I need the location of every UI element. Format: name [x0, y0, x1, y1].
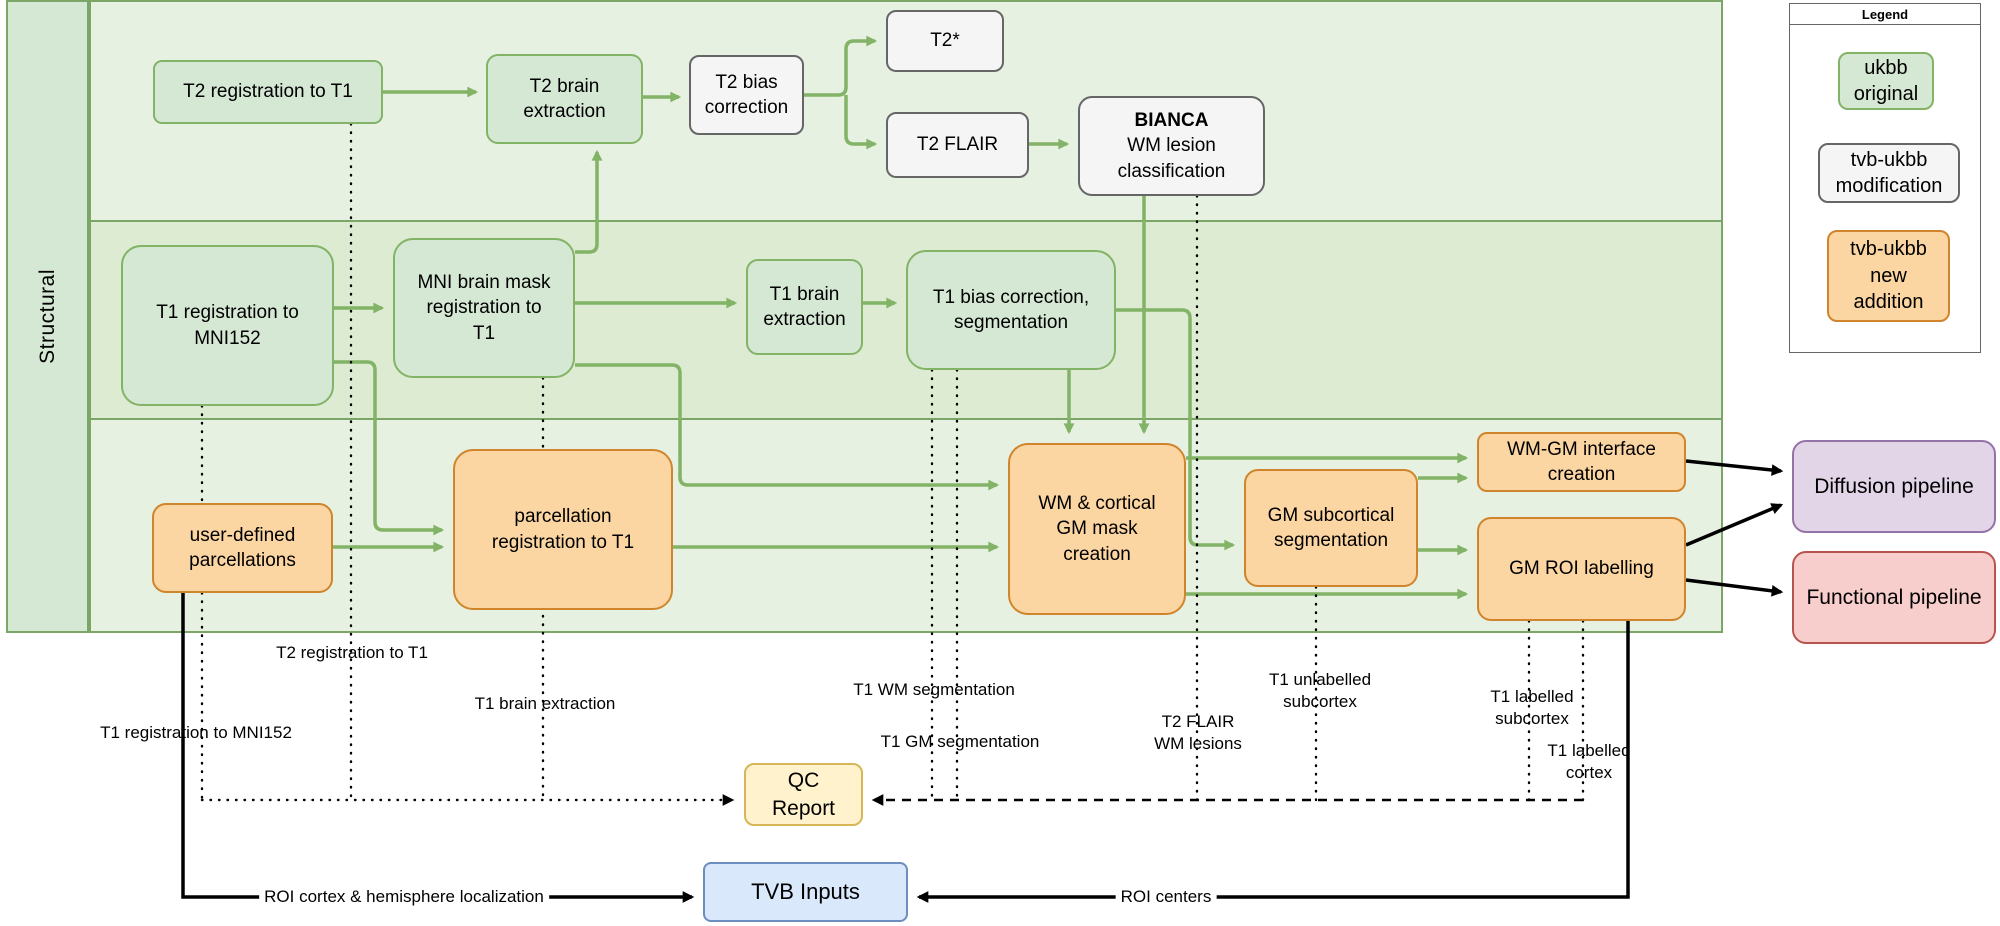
- node-wm-gm-interface-creation: WM-GM interface creation: [1477, 432, 1686, 492]
- edge-mnimask-to-wmmask: [575, 363, 1000, 491]
- edge-label-t2-flair-wm-lesions: T2 FLAIR WM lesions: [1154, 711, 1242, 753]
- legend-item-ukbb-original: ukbb original: [1838, 52, 1934, 110]
- edge-t1bias-to-gmsubcort: [1116, 308, 1236, 551]
- node-bianca-wm-lesion-classification: BIANCA WM lesion classification: [1078, 96, 1265, 196]
- node-t1-brain-extraction: T1 brain extraction: [746, 259, 863, 355]
- node-parcellation-registration-to-t1: parcellation registration to T1: [453, 449, 673, 610]
- node-gm-roi-labelling: GM ROI labelling: [1477, 517, 1686, 621]
- node-t2-star: T2*: [886, 10, 1004, 72]
- edge-label-roi-cortex-hemisphere: ROI cortex & hemisphere localization: [259, 885, 549, 909]
- node-t2-flair: T2 FLAIR: [886, 112, 1029, 178]
- legend-title: Legend: [1790, 3, 1980, 25]
- node-t2-brain-extraction: T2 brain extraction: [486, 54, 643, 144]
- node-gm-subcortical-segmentation: GM subcortical segmentation: [1244, 469, 1418, 587]
- lane-parcellation-row: [89, 418, 1723, 633]
- legend-item-tvb-ukbb-modification: tvb-ukbb modification: [1818, 143, 1960, 203]
- edge-t2bias-fork-up-t2star: [804, 35, 878, 97]
- node-t2-bias-correction: T2 bias correction: [689, 55, 804, 135]
- edge-label-t1-wm-segmentation: T1 WM segmentation: [853, 679, 1015, 699]
- legend-item-tvb-ukbb-new-addition: tvb-ukbb new addition: [1827, 230, 1950, 322]
- edge-label-t1-brain-extraction: T1 brain extraction: [474, 693, 616, 713]
- lane-header-structural: Structural: [6, 0, 89, 633]
- edge-label-t1-registration-mni152: T1 registration to MNI152: [100, 722, 292, 742]
- node-t1-registration-to-mni152: T1 registration to MNI152: [121, 245, 334, 406]
- edge-mnimask-to-t2be: [575, 149, 603, 254]
- edge-label-t1-labelled-cortex: T1 labelled cortex: [1547, 740, 1631, 782]
- node-mni-brain-mask-registration: MNI brain mask registration to T1: [393, 238, 575, 378]
- edge-label-roi-centers: ROI centers: [1115, 885, 1217, 909]
- edge-t2bias-fork-down-t2flair: [844, 95, 878, 150]
- bianca-title: BIANCA: [1134, 110, 1209, 132]
- edge-gmroi-to-diffusion: [1685, 503, 1784, 547]
- node-t2-registration-to-t1: T2 registration to T1: [153, 60, 383, 124]
- node-wm-cortical-gm-mask-creation: WM & cortical GM mask creation: [1008, 443, 1186, 615]
- edge-label-t1-unlabelled-subcortex: T1 unlabelled subcortex: [1268, 669, 1372, 711]
- edge-gmroi-to-tvb-roi-centers: [916, 621, 1630, 903]
- edge-label-t1-gm-segmentation: T1 GM segmentation: [880, 731, 1040, 751]
- node-user-defined-parcellations: user-defined parcellations: [152, 503, 333, 593]
- node-t1-bias-correction-segmentation: T1 bias correction, segmentation: [906, 250, 1116, 370]
- edge-wmgm-to-diffusion: [1685, 459, 1784, 476]
- node-qc-report: QC Report: [744, 763, 863, 826]
- edge-label-t2-registration-t1: T2 registration to T1: [276, 642, 428, 662]
- node-tvb-inputs: TVB Inputs: [703, 862, 908, 922]
- edge-t1reg-to-parc: [334, 360, 445, 536]
- node-functional-pipeline: Functional pipeline: [1792, 551, 1996, 644]
- edge-userdef-to-tvb-roi-cortex: [181, 593, 695, 903]
- edge-gmroi-to-functional: [1685, 578, 1784, 597]
- node-diffusion-pipeline: Diffusion pipeline: [1792, 440, 1996, 533]
- edge-label-t1-labelled-subcortex: T1 labelled subcortex: [1490, 686, 1574, 728]
